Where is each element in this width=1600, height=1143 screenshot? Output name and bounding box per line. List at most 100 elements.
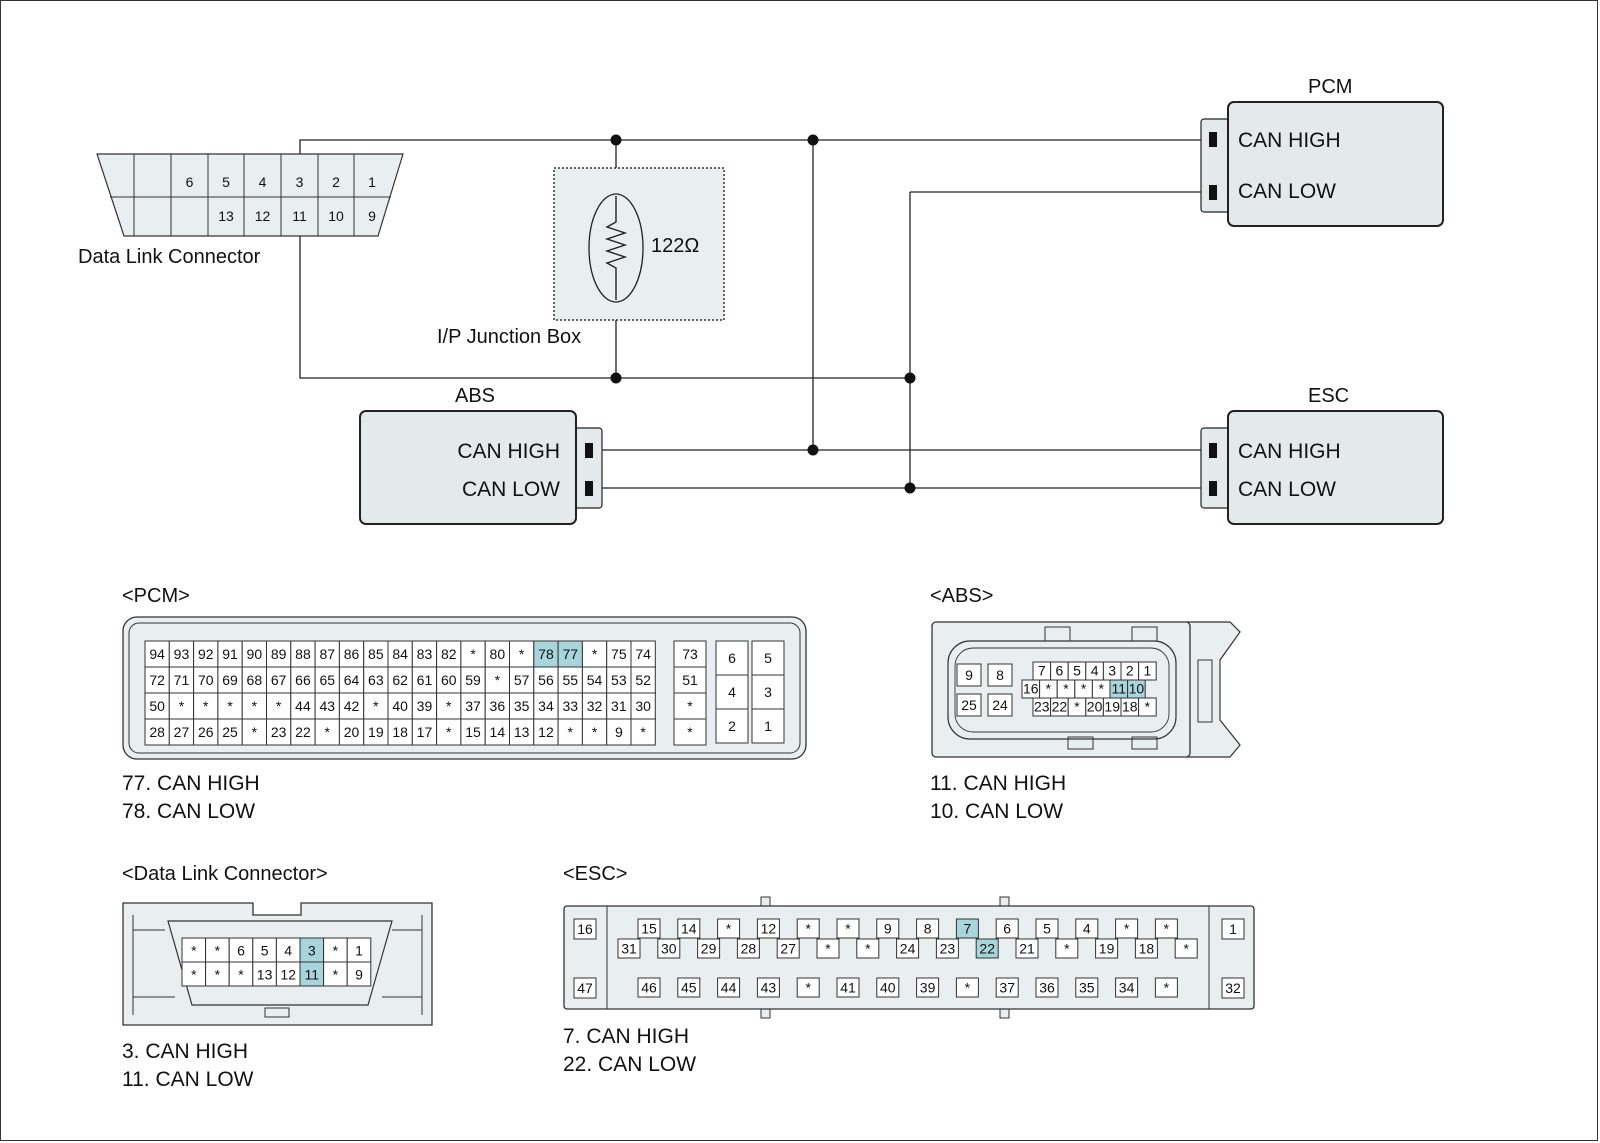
pin-label: 5 [261,942,269,958]
connector-pin: 4 [715,674,749,710]
connector-pin: * [323,937,348,963]
abs-connector-inner [954,647,1170,733]
pin-label: * [825,941,831,957]
pin-label: 57 [514,672,530,688]
pin-label: * [726,921,732,937]
pin-cell [484,692,511,720]
pcm-legend-line: 78. CAN LOW [122,800,255,823]
pin-label: 1 [368,174,376,190]
pin-cell [168,718,195,746]
pin-label: 32 [1225,980,1241,996]
pin-label: 31 [621,941,637,957]
pin-cell [987,693,1013,717]
pin-label: 67 [271,672,287,688]
pcm-pin-low [1209,185,1217,200]
pin-label: 82 [441,646,457,662]
connector-pin: * [228,961,254,987]
abs-title: ABS [455,385,495,407]
pin-cell [955,977,979,998]
abs-legend-line: 11. CAN HIGH [930,772,1066,795]
pin-cell [144,666,170,694]
connector-pin: * [181,937,207,963]
esc-module: ESC CAN HIGH CAN LOW [1200,385,1444,525]
pin-cell [796,918,820,939]
pin-label: 53 [611,672,627,688]
connector-pin: 13 [509,718,535,746]
pin-label: 46 [641,980,657,996]
pin-label: 4 [728,684,736,700]
connector-pin: 12 [756,918,780,939]
pin-label: 24 [992,697,1008,713]
pin-label: 29 [701,941,717,957]
pin-label: * [805,921,811,937]
pin-cell [717,918,741,939]
connector-pin: 28 [144,718,170,746]
pin-label: 32 [587,698,603,714]
connector-pin: 87 [314,640,340,668]
pin-label: * [470,646,476,662]
pin-label: * [592,724,598,740]
abs-connector-latch [1186,621,1241,758]
pin-label: 9 [884,921,892,937]
pin-label: 30 [661,941,677,957]
pin-cell [796,977,820,998]
pin-cell [509,718,535,746]
connector-pin: 6 [715,640,749,676]
connector-pin: 85 [363,640,389,668]
connector-pin: 72 [144,666,170,694]
connector-pin: * [168,692,195,720]
connector-pin: 11 [1109,679,1129,699]
esc-legend-line: 7. CAN HIGH [563,1025,689,1048]
pin-label: 80 [490,646,506,662]
connector-pin: * [1138,697,1157,717]
pin-label: 36 [1039,980,1055,996]
pin-cell [606,666,632,694]
pin-cell [896,938,920,959]
pin-label: 12 [255,208,271,224]
pin-cell [756,918,780,939]
connector-pin: 52 [630,666,656,694]
pin-cell [144,640,170,668]
pin-cell [630,718,656,746]
abs-connector-inner [947,640,1177,740]
pin-cell [673,718,707,746]
connector-pin: 35 [1075,977,1099,998]
pin-label: 40 [392,698,408,714]
pcm-connector-title: <PCM> [122,585,190,607]
pin-cell [290,718,316,746]
connector-pin: 25 [217,718,243,746]
pin-label: * [252,698,258,714]
pin-label: 16 [1023,681,1039,697]
pin-label: 7 [964,921,972,937]
pin-cell [956,663,982,687]
connector-pin: 40 [876,977,900,998]
pin-label: 62 [392,672,408,688]
pin-label: 6 [186,174,194,190]
pin-label: 25 [222,724,238,740]
pin-cell [363,718,389,746]
pin-label: 89 [271,646,287,662]
connector-pin: * [266,692,292,720]
pin-cell [1134,938,1158,959]
pin-label: * [333,966,339,982]
connector-pin: 35 [509,692,535,720]
pin-cell [630,666,656,694]
pin-cell [411,718,438,746]
pin-label: 37 [999,980,1015,996]
connector-pin: 36 [1035,977,1059,998]
connector-pin: 16 [1021,679,1041,699]
connector-pin: * [1039,679,1058,699]
connector-pin: 66 [290,666,316,694]
pin-label: 33 [562,698,578,714]
connector-pin: 3 [751,674,785,710]
pin-label: 11 [1112,681,1127,697]
pin-label: 93 [174,646,190,662]
connector-pin: 65 [314,666,340,694]
connector-pin: 4 [259,174,267,190]
connector-pin: 24 [896,938,920,959]
connector-pin: 7 [955,918,979,939]
pin-label: 59 [465,672,481,688]
pin-cell [630,640,656,668]
abs-can-high-label: CAN HIGH [457,440,560,463]
connector-pin: 32 [1221,977,1245,999]
